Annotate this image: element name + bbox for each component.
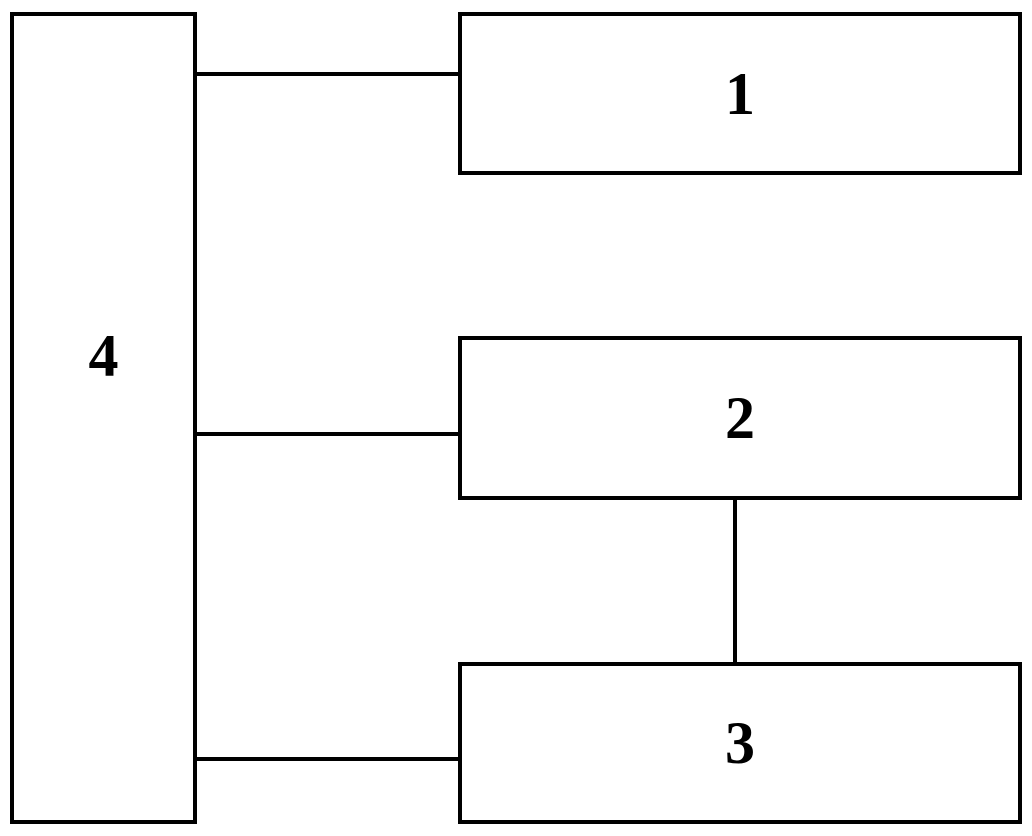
block-3-label: 3	[725, 710, 755, 776]
connector-line-2-to-3	[733, 500, 737, 662]
block-3: 3	[458, 662, 1022, 824]
block-1-label: 1	[725, 60, 755, 127]
block-4: 4	[10, 12, 197, 824]
block-2-label: 2	[725, 385, 755, 451]
block-2: 2	[458, 336, 1022, 500]
connector-line-4-to-3	[197, 757, 458, 761]
connector-line-4-to-2	[197, 432, 458, 436]
block-1: 1	[458, 12, 1022, 175]
block-4-label: 4	[88, 323, 119, 389]
connector-line-4-to-1	[197, 72, 458, 76]
